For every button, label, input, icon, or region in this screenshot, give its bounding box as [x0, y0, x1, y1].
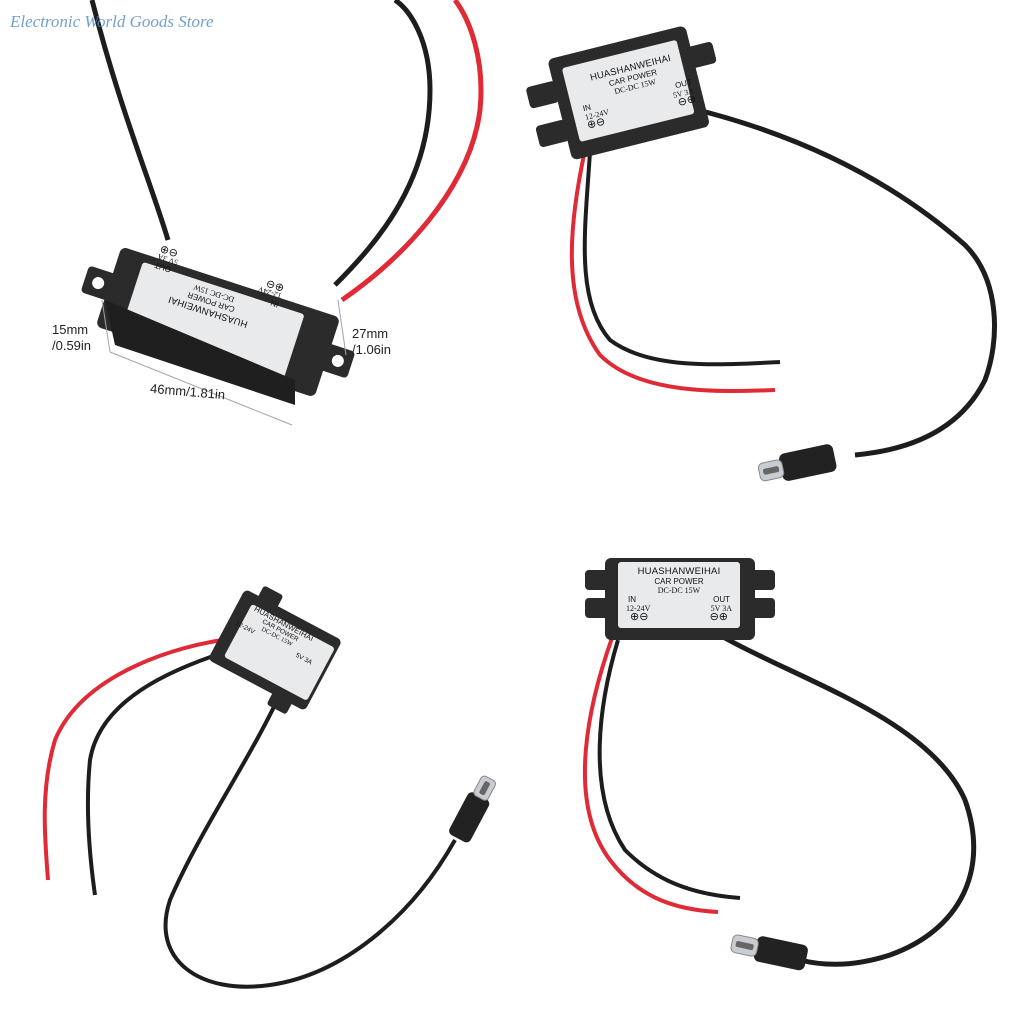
brand-text: HUASHANWEIHAI	[637, 566, 721, 577]
module-label-panel4: HUASHANWEIHAI CAR POWER DC-DC 15W IN OUT…	[620, 566, 738, 623]
red-wire	[583, 637, 719, 914]
black-wire	[689, 105, 998, 458]
plus-icon: ⊕	[718, 611, 728, 623]
black-wire	[163, 689, 457, 989]
width-mm: 27mm	[352, 326, 389, 341]
width-in: /1.06in	[352, 342, 392, 357]
minus-icon: ⊖	[709, 611, 719, 623]
red-wire	[42, 638, 223, 881]
panel-top-left	[81, 0, 484, 426]
width-dimension-label: 27mm /1.06in	[352, 326, 391, 358]
usb-c-plug	[449, 775, 496, 843]
red-wire	[569, 149, 776, 393]
black-wire	[723, 635, 977, 967]
panel-top-right	[526, 26, 998, 482]
height-mm: 15mm	[52, 322, 89, 337]
converter-module	[585, 558, 775, 640]
usb-c-plug	[757, 444, 837, 482]
black-wire	[582, 151, 781, 367]
out-voltage: 5V 3A	[710, 604, 732, 613]
panel-bottom-right	[583, 558, 977, 971]
black-wire	[333, 0, 433, 287]
plus-icon: ⊕	[630, 611, 640, 623]
minus-icon: ⊖	[594, 115, 607, 130]
in-label: IN	[628, 595, 636, 604]
red-wire	[340, 0, 484, 303]
in-voltage: 12-24V	[626, 604, 651, 613]
black-wire	[89, 0, 171, 241]
usb-c-plug	[730, 934, 808, 971]
minus-icon: ⊖	[639, 611, 649, 623]
panel-bottom-left	[42, 586, 496, 989]
converter-module	[209, 586, 341, 714]
height-in: /0.59in	[52, 338, 92, 353]
height-dimension-label: 15mm /0.59in	[52, 322, 91, 354]
converter-module	[526, 26, 717, 160]
converter-module	[81, 248, 355, 396]
car-power-text: CAR POWER	[654, 577, 704, 586]
store-watermark: Electronic World Goods Store	[10, 12, 214, 31]
black-wire	[85, 650, 226, 896]
black-wire	[597, 639, 741, 900]
out-label: OUT	[713, 595, 730, 604]
rating-text: DC-DC 15W	[657, 586, 701, 595]
